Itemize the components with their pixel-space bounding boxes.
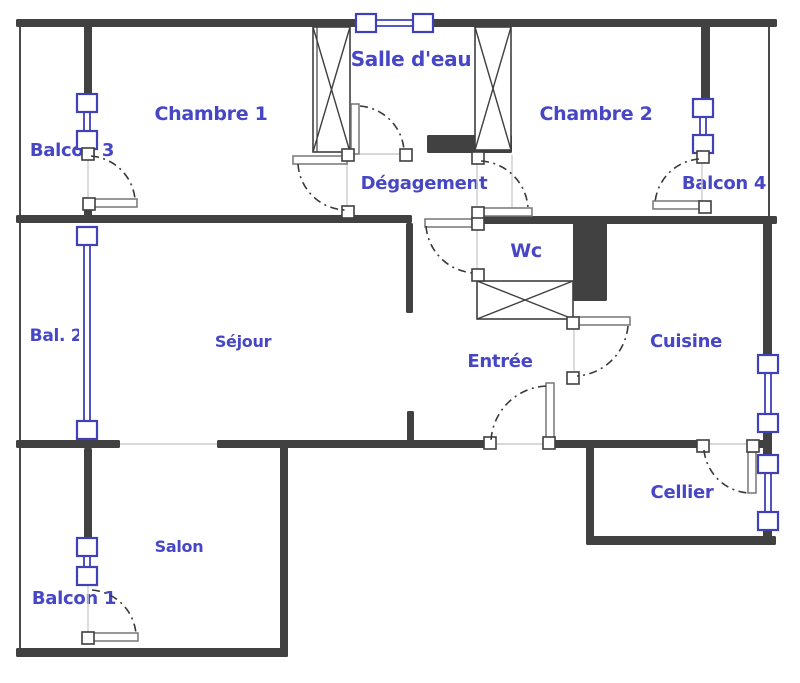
window-frame-square: [411, 12, 435, 34]
door-node: [566, 371, 580, 385]
door-node: [471, 268, 485, 282]
fixture-cross-diagonal: [476, 280, 574, 320]
door-node: [566, 316, 580, 330]
wall: [763, 429, 772, 458]
window-frame-square: [75, 92, 99, 114]
window-underlay: [760, 364, 776, 423]
door-leaf: [292, 155, 348, 165]
room-label-sejour: Séjour: [215, 332, 272, 351]
room-label-wc: Wc: [510, 240, 542, 262]
door-swing-arc: [359, 105, 405, 151]
door-node: [341, 148, 355, 162]
wall: [477, 216, 777, 224]
door-node: [81, 147, 95, 161]
room-label-chambre2: Chambre 2: [539, 103, 652, 125]
window-frame-square: [756, 453, 780, 475]
door-node: [341, 205, 355, 219]
room-label-chambre1: Chambre 1: [154, 103, 267, 125]
window-underlay: [760, 464, 776, 521]
room-label-balcon1: Balcon 1: [32, 588, 116, 609]
wall: [84, 448, 92, 540]
fixture-cross-diagonal: [312, 26, 351, 153]
window-frame-square: [756, 353, 780, 375]
wall: [406, 223, 413, 313]
door-node: [746, 439, 760, 453]
wall: [407, 411, 414, 443]
door-swing-arc: [703, 449, 749, 494]
door-swing-arc: [654, 158, 700, 204]
room-label-bal2: Bal. 2: [30, 326, 83, 346]
room-label-cellier: Cellier: [651, 482, 714, 503]
door-swing-arc: [91, 589, 137, 635]
wall: [217, 440, 488, 448]
door-swing-arc: [425, 225, 475, 274]
wall: [586, 443, 594, 541]
wall: [573, 219, 607, 301]
door-swing-arc: [480, 160, 529, 209]
door-node: [471, 151, 485, 165]
window-frame-square: [756, 510, 780, 532]
window-frame-square: [75, 419, 99, 441]
room-label-balcon4: Balcon 4: [682, 173, 766, 194]
door-node: [698, 200, 712, 214]
room-label-salon: Salon: [155, 537, 204, 556]
fixture-cross-diagonal: [474, 26, 512, 151]
wall: [16, 648, 288, 657]
door-swing-arc: [90, 155, 136, 200]
door-leaf: [576, 316, 631, 326]
window-frame-square: [756, 412, 780, 434]
door-leaf: [747, 451, 757, 494]
door-node: [542, 436, 556, 450]
room-label-salle-deau: Salle d'eau: [351, 47, 472, 71]
room-label-cuisine: Cuisine: [650, 331, 722, 352]
door-leaf: [87, 632, 139, 642]
window-frame-square: [75, 536, 99, 558]
wall: [548, 440, 593, 448]
room-label-balcon3: Balcon 3: [30, 140, 114, 161]
room-label-entree: Entrée: [467, 351, 532, 372]
door-swing-arc: [297, 163, 346, 211]
door-node: [696, 150, 710, 164]
wall: [16, 215, 412, 223]
door-node: [696, 439, 710, 453]
door-swing-arc: [490, 385, 547, 441]
wall: [588, 440, 700, 448]
wall: [280, 443, 288, 657]
window-underlay: [366, 15, 423, 31]
room-label-degagement: Dégagement: [361, 173, 488, 194]
wall: [16, 440, 120, 448]
window-frame-square: [691, 97, 715, 119]
window-frame-square: [75, 565, 99, 587]
wall: [701, 26, 710, 102]
window-frame-square: [354, 12, 378, 34]
wall: [84, 26, 92, 96]
window-underlay: [79, 236, 95, 430]
door-leaf: [424, 218, 473, 228]
door-node: [483, 436, 497, 450]
window-frame-square: [75, 129, 99, 151]
door-leaf: [350, 103, 360, 155]
door-node: [471, 217, 485, 231]
door-node: [82, 197, 96, 211]
door-node: [471, 206, 485, 220]
door-swing-arc: [576, 325, 629, 377]
door-leaf: [652, 200, 703, 210]
door-node: [81, 631, 95, 645]
window-frame-square: [75, 225, 99, 247]
wall: [586, 536, 776, 545]
door-leaf: [545, 382, 555, 444]
wall: [763, 222, 772, 358]
door-node: [399, 148, 413, 162]
door-leaf: [481, 207, 533, 217]
